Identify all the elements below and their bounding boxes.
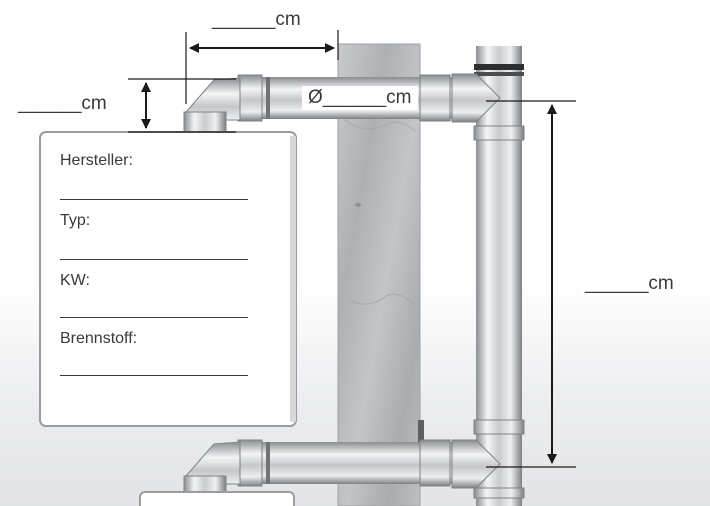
fuel-blank (60, 375, 248, 376)
top-width-dimension (185, 30, 339, 104)
diameter-label: Ø______cm (302, 86, 418, 110)
vertical-chimney-pipe (473, 46, 525, 506)
type-label: Typ: (60, 212, 91, 229)
type-blank (60, 259, 248, 260)
kw-blank (60, 317, 248, 318)
left-height-label: ______cm (14, 92, 111, 116)
lower-boiler-unit (139, 491, 295, 506)
right-height-label: ______cm (579, 272, 680, 296)
top-width-label: ______cm (206, 8, 307, 32)
kw-label: KW: (60, 272, 90, 289)
right-height-dimension (486, 100, 576, 468)
left-height-dimension (128, 78, 236, 133)
fuel-label: Brennstoff: (60, 330, 138, 347)
wall (337, 43, 421, 506)
top-connecting-pipe (183, 73, 501, 133)
manufacturer-blank (60, 199, 248, 200)
bottom-connecting-pipe (183, 439, 501, 499)
manufacturer-label: Hersteller: (60, 152, 133, 169)
